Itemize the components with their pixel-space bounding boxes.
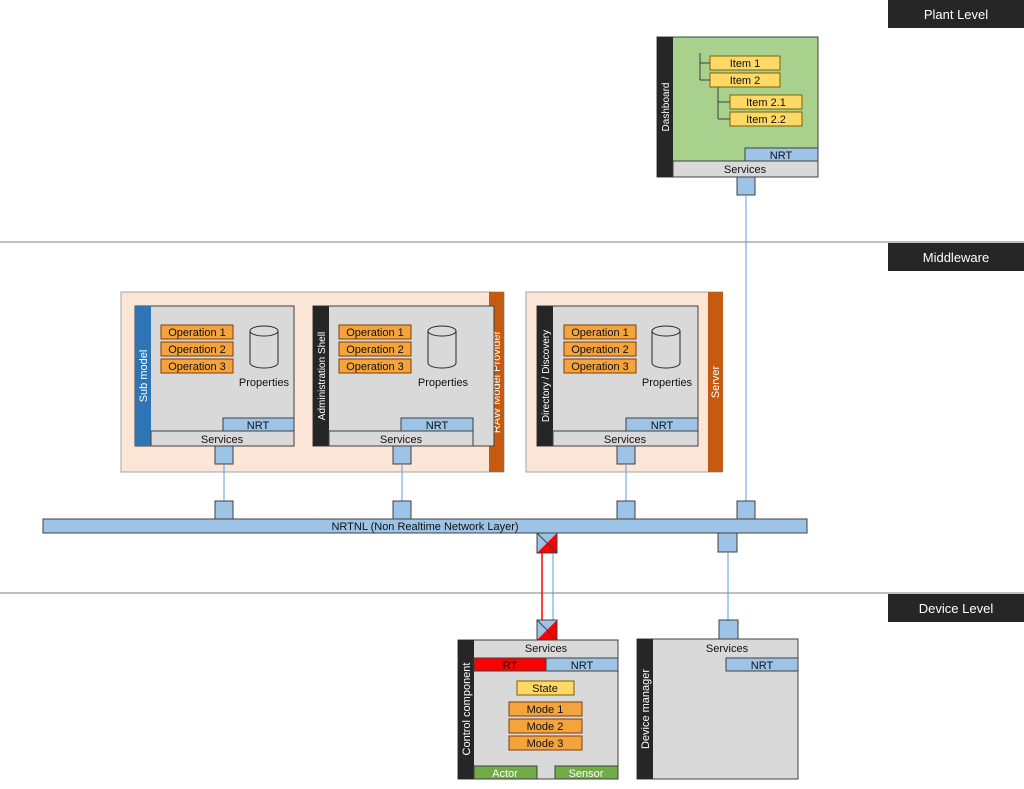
svg-text:NRT: NRT <box>770 150 793 162</box>
svg-text:RT: RT <box>503 660 518 672</box>
svg-text:Operation 1: Operation 1 <box>346 327 403 339</box>
svg-text:Item 2: Item 2 <box>730 75 761 87</box>
svg-text:Middleware: Middleware <box>923 250 989 265</box>
operation-item <box>160 324 234 340</box>
sensor-port <box>554 765 619 780</box>
directory-port <box>616 445 636 465</box>
bus-port <box>392 500 412 520</box>
database-icon <box>651 325 681 369</box>
svg-text:Mode 1: Mode 1 <box>527 704 564 716</box>
device-manager-module: Device manager Services NRT <box>636 638 799 780</box>
bus-port <box>214 500 234 520</box>
svg-text:Operation 3: Operation 3 <box>168 361 225 373</box>
tree-item-2-1 <box>729 94 803 110</box>
tree-item-2 <box>709 72 781 88</box>
control-component-label: Control component <box>461 663 473 756</box>
control-component-services: Services <box>525 643 568 655</box>
server-label: Server <box>710 365 722 398</box>
svg-text:Operation 3: Operation 3 <box>346 361 403 373</box>
sub-model-module: Sub model Operation 1 Operation 2 Operat… <box>134 305 295 447</box>
svg-text:Item 1: Item 1 <box>730 58 761 70</box>
operation-item <box>338 358 412 374</box>
tree-item-2-2 <box>729 111 803 127</box>
device-level-label: Device Level <box>888 594 1024 622</box>
dashboard-port <box>736 176 756 196</box>
svg-text:Properties: Properties <box>239 377 290 389</box>
dashboard-module: Dashboard Item 1 Item 2 Item 2.1 Item 2.… <box>656 36 819 178</box>
svg-text:State: State <box>532 683 558 695</box>
device-manager-label: Device manager <box>640 669 652 749</box>
svg-text:Operation 2: Operation 2 <box>571 344 628 356</box>
svg-text:Services: Services <box>201 434 244 446</box>
svg-text:NRT: NRT <box>651 420 674 432</box>
state-item <box>516 680 575 696</box>
svg-text:NRT: NRT <box>751 660 774 672</box>
administration-shell-module: Administration Shell Operation 1 Operati… <box>312 305 495 447</box>
svg-text:Item 2.2: Item 2.2 <box>746 114 786 126</box>
svg-text:Sensor: Sensor <box>569 768 604 780</box>
svg-text:Operation 1: Operation 1 <box>168 327 225 339</box>
svg-text:Device Level: Device Level <box>919 601 994 616</box>
rt-nrt-bus-port <box>536 532 558 554</box>
svg-text:NRTNL (Non Realtime Network La: NRTNL (Non Realtime Network Layer) <box>331 521 518 533</box>
svg-text:Item 2.1: Item 2.1 <box>746 97 786 109</box>
svg-text:Actor: Actor <box>492 768 518 780</box>
bus-port <box>736 500 756 520</box>
svg-text:Properties: Properties <box>642 377 693 389</box>
svg-text:Services: Services <box>724 164 767 176</box>
svg-text:Mode 2: Mode 2 <box>527 721 564 733</box>
sub-model-label: Sub model <box>138 350 150 403</box>
svg-text:NRT: NRT <box>247 420 270 432</box>
operation-item <box>338 341 412 357</box>
device-manager-nrt <box>725 657 799 672</box>
dashboard-label: Dashboard <box>661 83 672 132</box>
operation-item <box>160 341 234 357</box>
administration-shell-port <box>392 445 412 465</box>
device-manager-bus-port <box>717 532 738 553</box>
actor-port <box>473 765 538 780</box>
svg-text:Services: Services <box>380 434 423 446</box>
operation-item <box>563 341 637 357</box>
svg-text:Operation 2: Operation 2 <box>346 344 403 356</box>
middleware-label: Middleware <box>888 243 1024 271</box>
operation-item <box>563 358 637 374</box>
plant-level-label: Plant Level <box>888 0 1024 28</box>
mode-item <box>508 735 583 751</box>
svg-text:Services: Services <box>604 434 647 446</box>
svg-text:Properties: Properties <box>418 377 469 389</box>
svg-text:NRT: NRT <box>571 660 594 672</box>
device-manager-port <box>718 619 739 640</box>
svg-text:Operation 2: Operation 2 <box>168 344 225 356</box>
mode-item <box>508 718 583 734</box>
sub-model-port <box>214 445 234 465</box>
svg-text:Mode 3: Mode 3 <box>527 738 564 750</box>
control-component-port <box>536 619 558 641</box>
device-manager-services: Services <box>706 643 749 655</box>
database-icon <box>427 325 457 369</box>
nrtnl-bus: NRTNL (Non Realtime Network Layer) <box>42 518 808 534</box>
directory-discovery-label: Directory / Discovery <box>541 330 552 422</box>
svg-text:Operation 3: Operation 3 <box>571 361 628 373</box>
cc-nrt-port <box>545 657 619 672</box>
directory-discovery-module: Directory / Discovery Operation 1 Operat… <box>536 305 699 447</box>
administration-shell-label: Administration Shell <box>317 332 328 420</box>
bus-port <box>616 500 636 520</box>
control-component-module: Control component Services RT NRT State … <box>457 639 619 780</box>
operation-item <box>338 324 412 340</box>
svg-text:NRT: NRT <box>426 420 449 432</box>
database-icon <box>249 325 279 369</box>
tree-item-1 <box>709 55 781 71</box>
operation-item <box>563 324 637 340</box>
svg-text:Operation 1: Operation 1 <box>571 327 628 339</box>
svg-text:Plant Level: Plant Level <box>924 7 988 22</box>
operation-item <box>160 358 234 374</box>
mode-item <box>508 701 583 717</box>
